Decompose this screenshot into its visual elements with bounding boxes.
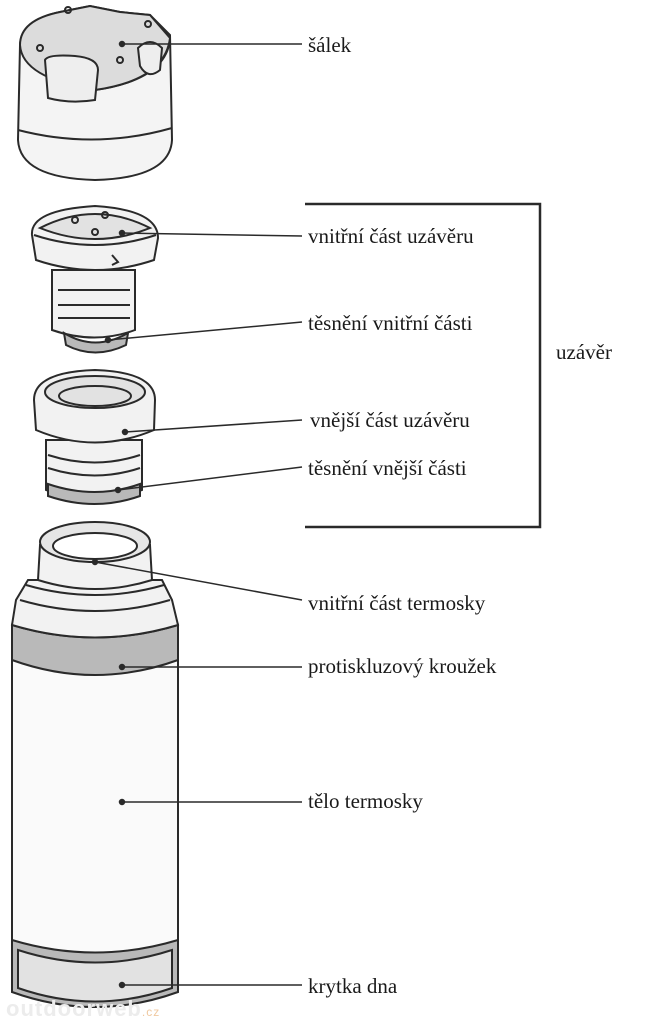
leader-lines	[91, 40, 303, 989]
label-cup: šálek	[308, 33, 352, 57]
label-body: tělo termosky	[308, 789, 423, 813]
label-outer-lid: vnější část uzávěru	[310, 408, 470, 432]
label-bottom-cap: krytka dna	[308, 974, 398, 998]
outer-lid-drawing	[32, 368, 157, 505]
watermark-suffix: .cz	[141, 1005, 161, 1019]
inner-lid-drawing	[30, 204, 160, 354]
lid-group-bracket	[305, 202, 542, 529]
flask-body-drawing	[10, 521, 180, 1008]
label-inner-seal: těsnění vnitřní části	[308, 311, 473, 335]
label-inner-lid: vnitřní část uzávěru	[308, 224, 474, 248]
watermark: outdoorweb.cz	[6, 996, 160, 1022]
label-lid-group: uzávěr	[556, 340, 612, 364]
label-outer-seal: těsnění vnější části	[308, 456, 467, 480]
label-grip-ring: protiskluzový kroužek	[308, 654, 497, 678]
cup-drawing	[16, 4, 174, 182]
label-inner-flask: vnitřní část termosky	[308, 591, 486, 615]
watermark-main: outdoorweb	[6, 996, 142, 1021]
